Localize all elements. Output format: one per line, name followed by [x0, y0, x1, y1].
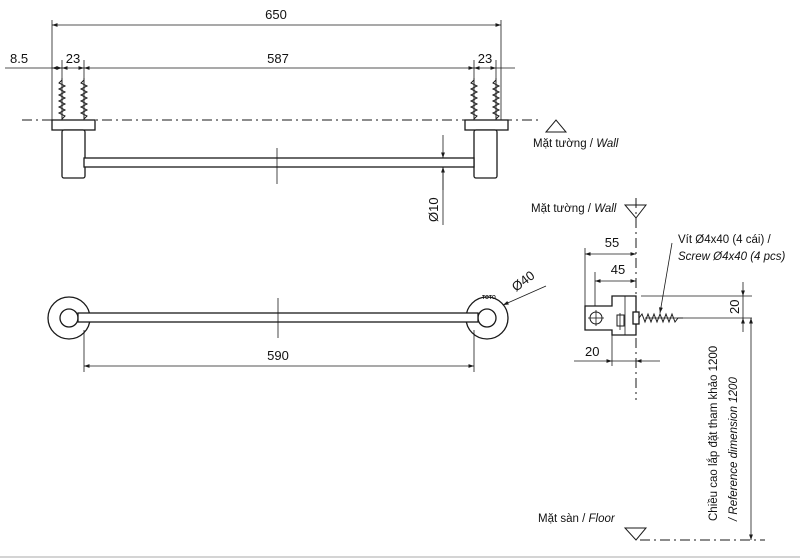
front-view: TOTO Ø40 590: [47, 268, 547, 372]
screw-spacing-value: 587: [267, 51, 289, 66]
projection-total-value: 55: [605, 235, 619, 250]
screw-icon: [469, 78, 479, 120]
screw-label-en: Screw Ø4x40 (4 pcs): [678, 251, 786, 263]
floor-label: Mặt sàn / Floor: [538, 513, 616, 525]
bar-diameter-value: Ø10: [426, 197, 441, 222]
side-bracket: [584, 295, 637, 336]
wall-screw-icon: [632, 311, 683, 325]
screw-icon: [79, 78, 89, 120]
wall-label-side: Mặt tường / Wall: [531, 203, 617, 215]
top-view: 650 8.5 23 587 23 Mặt: [5, 7, 619, 225]
overall-length-value: 650: [265, 7, 287, 22]
right-flange: [464, 119, 509, 131]
wall-label-top: Mặt tường / Wall: [533, 138, 619, 150]
flange-diameter-value: Ø40: [509, 268, 538, 295]
height-offset-value: 20: [727, 300, 742, 314]
bar-length-value: 590: [267, 348, 289, 363]
screw-icon: [491, 78, 501, 120]
right-flange-inner: [477, 308, 497, 328]
left-post: [61, 129, 86, 179]
wall-offset-value: 8.5: [10, 51, 28, 66]
flange-width-right-value: 23: [478, 51, 492, 66]
base-offset-value: 20: [585, 344, 599, 359]
wall-marker-side-icon: [623, 204, 648, 219]
wall-marker-icon: [544, 119, 568, 133]
floor-marker-icon: [623, 527, 648, 541]
reference-height-label-vi: Chiều cao lắp đặt tham khảo 1200: [707, 346, 720, 521]
side-view: Mặt tường / Wall 55 45 Vít Ø4x40 (4 cái)…: [531, 198, 786, 541]
left-flange: [51, 119, 96, 131]
reference-height-label-en: / Reference dimension 1200: [728, 377, 740, 522]
set-screw: [616, 314, 625, 327]
projection-bar-value: 45: [611, 262, 625, 277]
brand-logo: TOTO: [482, 295, 496, 301]
flange-width-left-value: 23: [66, 51, 80, 66]
right-post: [473, 129, 498, 179]
screw-label-vi: Vít Ø4x40 (4 cái) /: [678, 234, 771, 246]
left-flange-inner: [59, 308, 79, 328]
screw-icon: [57, 78, 67, 120]
towel-bar-top: [83, 157, 475, 168]
